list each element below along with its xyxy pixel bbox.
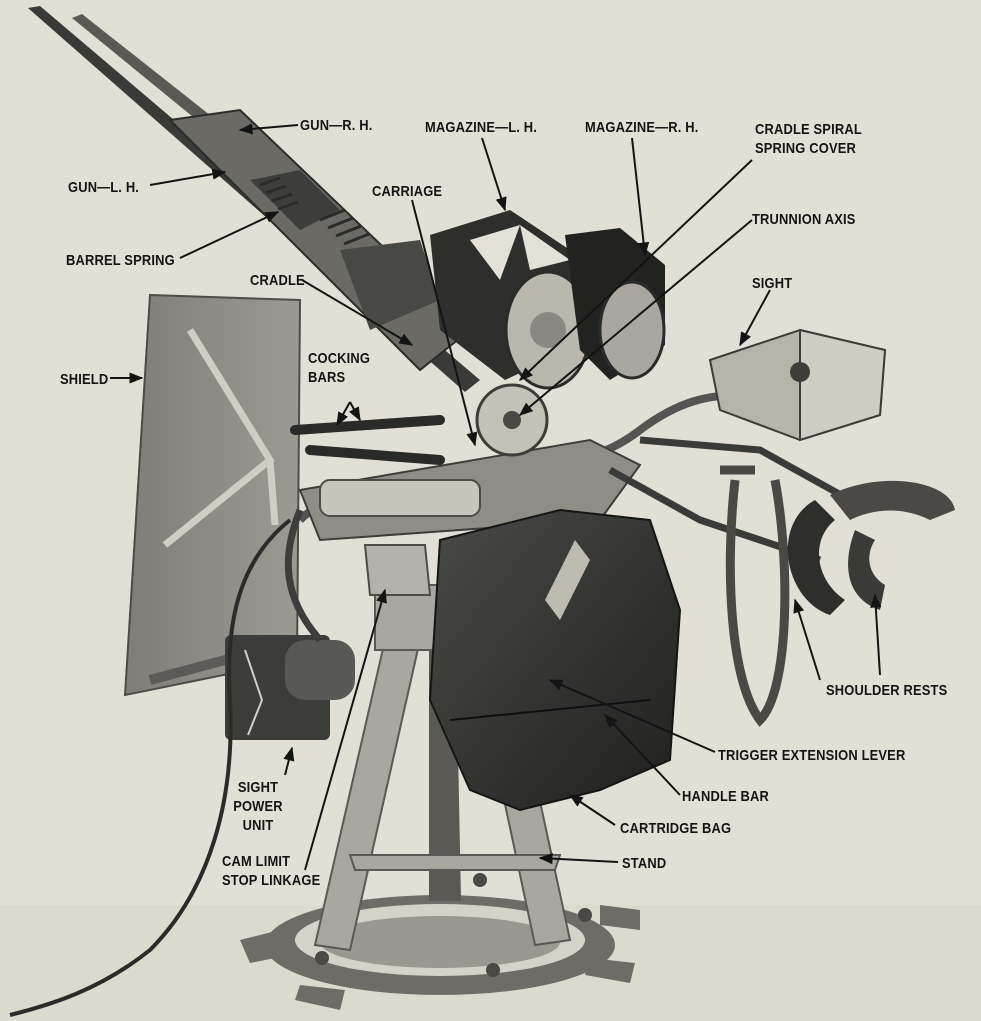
label-cradle-spiral-spring-cover: CRADLE SPIRAL SPRING COVER [755, 121, 862, 157]
label-cartridge-bag: CARTRIDGE BAG [620, 820, 732, 837]
label-gun-rh: GUN—R. H. [300, 117, 373, 134]
gun-barrels [28, 6, 520, 392]
stand-base [240, 873, 640, 1010]
label-cam-limit-stop-linkage: CAM LIMIT STOP LINKAGE [222, 853, 321, 889]
label-barrel-spring: BARREL SPRING [66, 252, 175, 269]
cartridge-bag-body [428, 508, 682, 812]
cocking-bars [290, 415, 445, 465]
label-magazine-rh: MAGAZINE—R. H. [585, 119, 699, 136]
label-sight: SIGHT [752, 275, 793, 292]
label-cradle: CRADLE [250, 272, 305, 289]
label-handle-bar: HANDLE BAR [682, 788, 770, 805]
shoulder-straps [720, 465, 790, 727]
label-trunnion-axis: TRUNNION AXIS [752, 211, 856, 228]
label-shield: SHIELD [60, 371, 109, 388]
label-trigger-extension-lever: TRIGGER EXTENSION LEVER [718, 747, 906, 764]
gun-sight [708, 328, 887, 442]
label-cocking-bars: COCKING BARS [308, 350, 371, 386]
label-gun-lh: GUN—L. H. [68, 179, 140, 196]
label-shoulder-rests: SHOULDER RESTS [826, 682, 948, 699]
shoulder-rest-pads [787, 480, 955, 615]
label-magazine-lh: MAGAZINE—L. H. [425, 119, 538, 136]
label-stand: STAND [622, 855, 667, 872]
sight-power-unit-box [225, 635, 355, 740]
magazine-left [430, 210, 592, 390]
leader-lines [110, 123, 882, 871]
power-cable [9, 518, 292, 1017]
label-carriage: CARRIAGE [372, 183, 443, 200]
label-sight-power-unit: SIGHT POWER UNIT [233, 779, 283, 834]
